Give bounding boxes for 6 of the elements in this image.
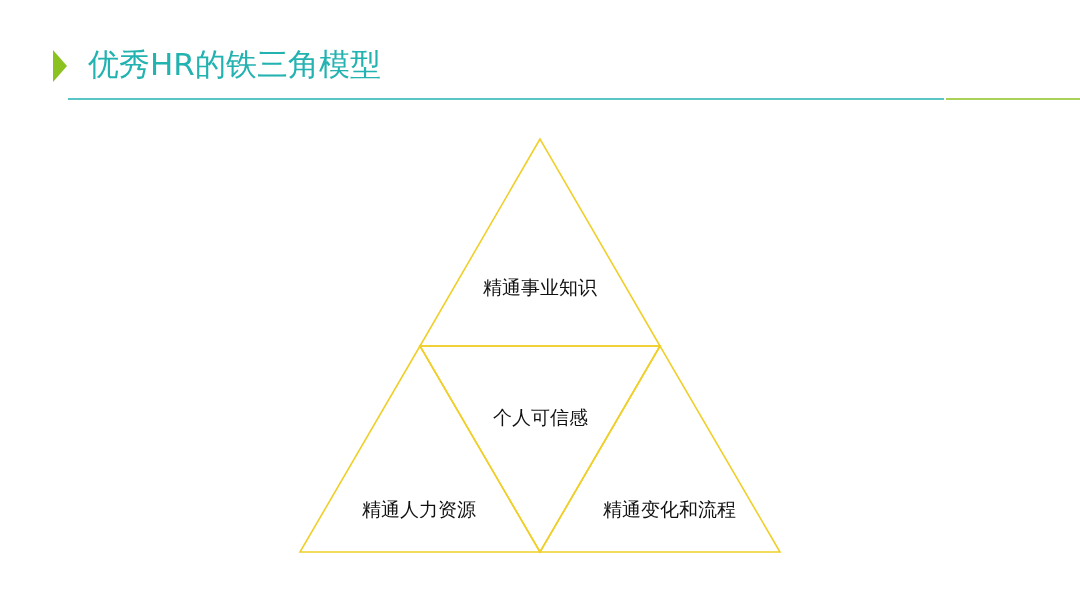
node-label: 精通变化和流程	[602, 497, 736, 522]
node-label: 精通事业知识	[483, 275, 597, 300]
node-label: 精通人力资源	[362, 497, 476, 522]
node-label: 个人可信感	[492, 405, 588, 430]
title: 优秀HR的铁三角模型	[88, 45, 381, 84]
triangle-node	[420, 139, 660, 346]
